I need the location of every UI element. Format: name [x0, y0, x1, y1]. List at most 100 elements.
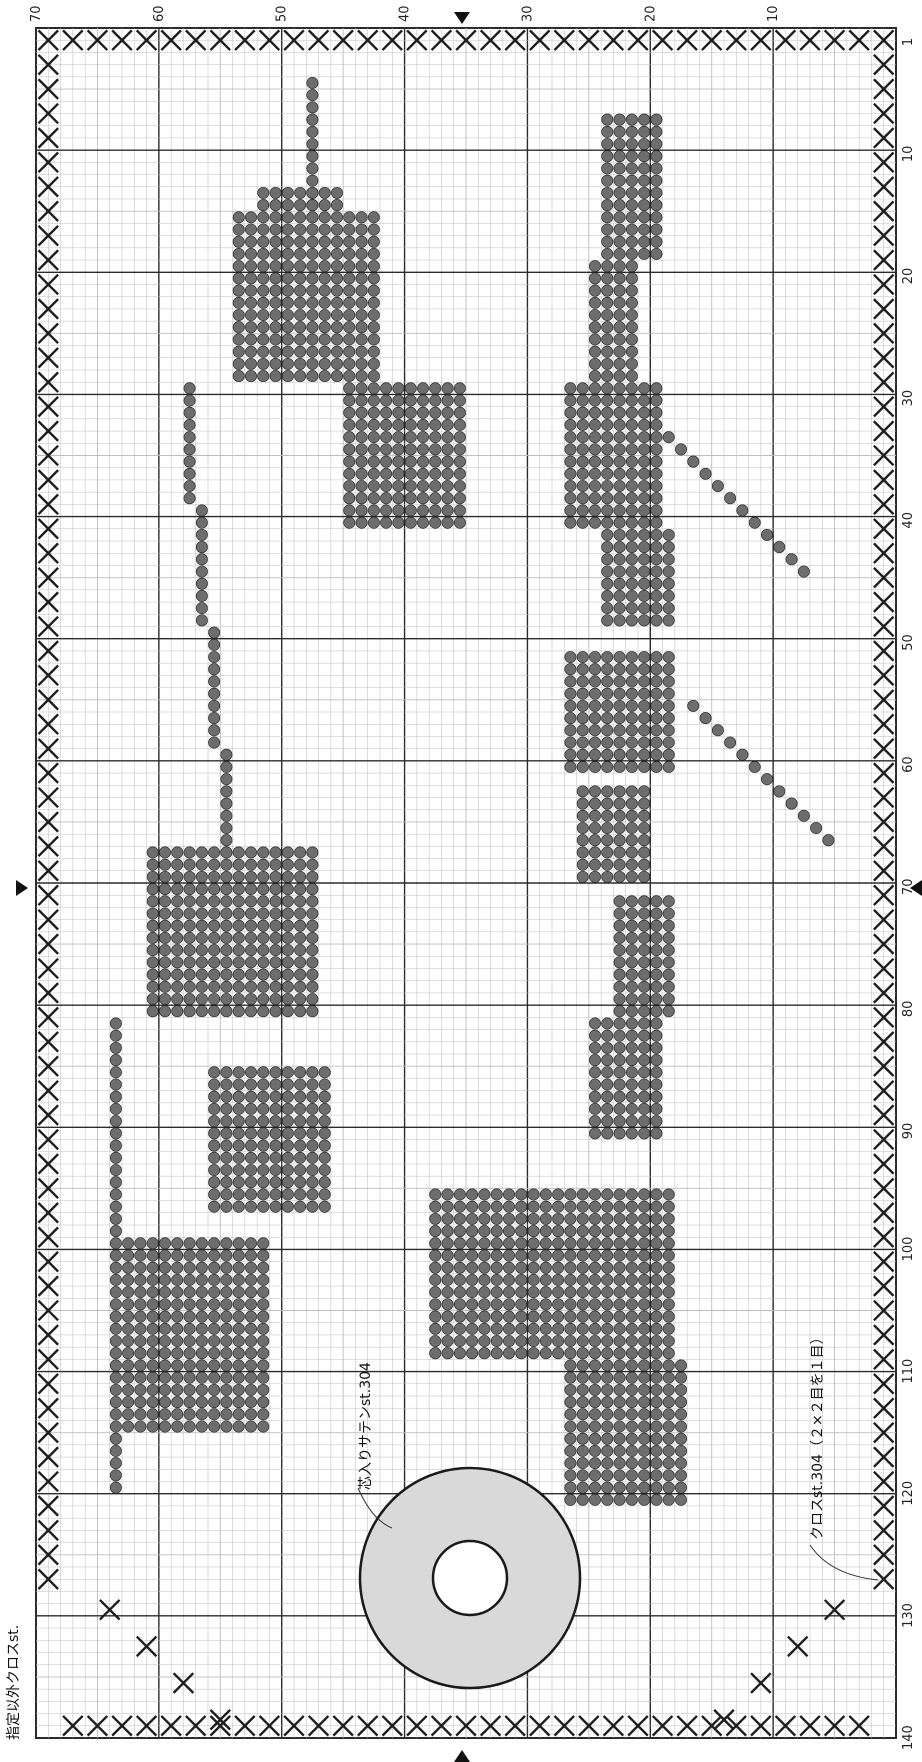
- stitch-cell: [589, 1067, 600, 1078]
- stitch-cell: [319, 199, 330, 210]
- stitch-cell: [552, 1323, 563, 1334]
- stitch-cell: [638, 725, 649, 736]
- stitch-cell: [430, 419, 441, 430]
- stitch-cell: [651, 432, 662, 443]
- stitch-cell: [688, 456, 699, 467]
- stitch-cell: [430, 468, 441, 479]
- stitch-cell: [663, 1299, 674, 1310]
- stitch-cell: [712, 480, 723, 491]
- stitch-cell: [258, 1335, 269, 1346]
- stitch-cell: [282, 957, 293, 968]
- stitch-cell: [344, 248, 355, 259]
- stitch-cell: [638, 175, 649, 186]
- col-tick-label: 120: [901, 1481, 916, 1506]
- stitch-cell: [282, 1079, 293, 1090]
- stitch-cell: [466, 1201, 477, 1212]
- stitch-cell: [172, 1006, 183, 1017]
- stitch-cell: [442, 480, 453, 491]
- stitch-cell: [294, 334, 305, 345]
- stitch-cell: [233, 358, 244, 369]
- stitch-cell: [577, 444, 588, 455]
- stitch-cell: [245, 993, 256, 1004]
- stitch-cell: [577, 468, 588, 479]
- stitch-cell: [221, 859, 232, 870]
- stitch-cell: [638, 444, 649, 455]
- stitch-cell: [651, 151, 662, 162]
- stitch-cell: [651, 554, 662, 565]
- stitch-cell: [307, 358, 318, 369]
- stitch-cell: [454, 1189, 465, 1200]
- stitch-cell: [294, 236, 305, 247]
- stitch-cell: [221, 920, 232, 931]
- stitch-cell: [233, 981, 244, 992]
- stitch-cell: [663, 1470, 674, 1481]
- stitch-cell: [294, 1079, 305, 1090]
- stitch-cell: [663, 1348, 674, 1359]
- stitch-cell: [196, 896, 207, 907]
- stitch-cell: [540, 1299, 551, 1310]
- stitch-cell: [110, 1409, 121, 1420]
- stitch-cell: [184, 1335, 195, 1346]
- stitch-cell: [651, 224, 662, 235]
- stitch-cell: [233, 1079, 244, 1090]
- stitch-cell: [344, 285, 355, 296]
- stitch-cell: [602, 199, 613, 210]
- stitch-cell: [577, 1372, 588, 1383]
- stitch-cell: [552, 1225, 563, 1236]
- stitch-cell: [614, 358, 625, 369]
- stitch-cell: [294, 1128, 305, 1139]
- stitch-cell: [651, 993, 662, 1004]
- stitch-cell: [368, 248, 379, 259]
- stitch-cell: [307, 871, 318, 882]
- stitch-cell: [258, 1348, 269, 1359]
- stitch-cell: [245, 212, 256, 223]
- stitch-cell: [380, 395, 391, 406]
- stitch-cell: [626, 529, 637, 540]
- stitch-cell: [638, 187, 649, 198]
- stitch-cell: [221, 761, 232, 772]
- stitch-cell: [196, 1274, 207, 1285]
- stitch-cell: [442, 1311, 453, 1322]
- stitch-cell: [626, 541, 637, 552]
- stitch-cell: [602, 603, 613, 614]
- stitch-cell: [651, 1287, 662, 1298]
- stitch-cell: [614, 456, 625, 467]
- stitch-cell: [258, 1079, 269, 1090]
- stitch-cell: [565, 1311, 576, 1322]
- stitch-cell: [208, 1348, 219, 1359]
- stitch-cell: [208, 1384, 219, 1395]
- stitch-cell: [638, 1091, 649, 1102]
- stitch-cell: [270, 957, 281, 968]
- stitch-cell: [344, 480, 355, 491]
- stitch-cell: [786, 554, 797, 565]
- stitch-cell: [159, 1348, 170, 1359]
- stitch-cell: [208, 981, 219, 992]
- satin-label: 芯入りサテンst.304: [358, 1362, 374, 1490]
- stitch-cell: [245, 1335, 256, 1346]
- stitch-cell: [344, 334, 355, 345]
- stitch-cell: [626, 822, 637, 833]
- stitch-cell: [626, 126, 637, 137]
- stitch-cell: [638, 651, 649, 662]
- stitch-cell: [159, 1299, 170, 1310]
- stitch-cell: [307, 114, 318, 125]
- stitch-cell: [638, 590, 649, 601]
- stitch-cell: [589, 432, 600, 443]
- stitch-cell: [540, 1348, 551, 1359]
- stitch-cell: [614, 1067, 625, 1078]
- stitch-cell: [651, 651, 662, 662]
- stitch-cell: [663, 908, 674, 919]
- stitch-cell: [651, 1482, 662, 1493]
- stitch-cell: [172, 932, 183, 943]
- stitch-cell: [110, 1360, 121, 1371]
- stitch-cell: [319, 1103, 330, 1114]
- stitch-cell: [479, 1189, 490, 1200]
- stitch-cell: [491, 1335, 502, 1346]
- stitch-cell: [589, 700, 600, 711]
- stitch-cell: [614, 603, 625, 614]
- stitch-cell: [540, 1225, 551, 1236]
- stitch-cell: [454, 1348, 465, 1359]
- stitch-cell: [626, 322, 637, 333]
- stitch-cell: [626, 1409, 637, 1420]
- stitch-cell: [294, 932, 305, 943]
